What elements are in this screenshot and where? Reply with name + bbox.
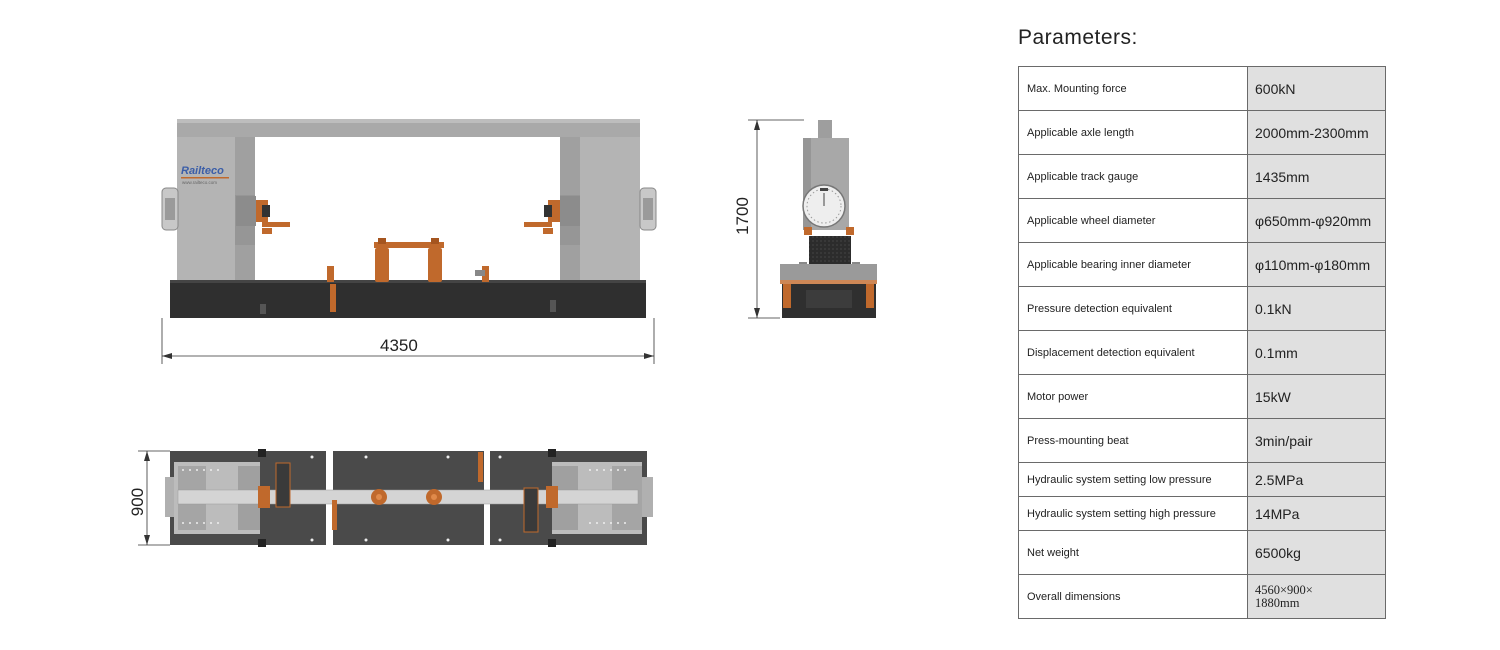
- parameter-value: 4560×900× 1880mm: [1247, 574, 1386, 619]
- parameter-row: Max. Mounting force 600kN: [1018, 66, 1386, 111]
- top-view-drawing: [138, 449, 653, 547]
- parameter-value: φ110mm-φ180mm: [1247, 242, 1386, 287]
- parameter-name: Pressure detection equivalent: [1018, 286, 1248, 331]
- height-dimension-label: 1700: [733, 197, 752, 235]
- width-dimension-label: 4350: [380, 336, 418, 355]
- parameter-name: Net weight: [1018, 530, 1248, 575]
- top-beam: [177, 119, 640, 137]
- parameter-value: 1435mm: [1247, 154, 1386, 199]
- parameter-value: 0.1kN: [1247, 286, 1386, 331]
- axle-beam: [177, 489, 639, 505]
- parameter-value: 2000mm-2300mm: [1247, 110, 1386, 155]
- parameters-title: Parameters:: [1018, 26, 1138, 49]
- parameter-name: Displacement detection equivalent: [1018, 330, 1248, 375]
- parameter-value: 6500kg: [1247, 530, 1386, 575]
- parameter-name: Hydraulic system setting low pressure: [1018, 462, 1248, 497]
- parameter-name: Applicable axle length: [1018, 110, 1248, 155]
- parameter-value: 3min/pair: [1247, 418, 1386, 463]
- parameter-value: 15kW: [1247, 374, 1386, 419]
- depth-dimension-label: 900: [128, 487, 147, 517]
- side-view-drawing: [748, 119, 877, 319]
- parameter-name: Hydraulic system setting high pressure: [1018, 496, 1248, 531]
- parameter-name: Motor power: [1018, 374, 1248, 419]
- railteco-logo: Railteco: [181, 165, 224, 177]
- railteco-logo-url: www.railteco.com: [182, 180, 217, 185]
- parameter-name: Max. Mounting force: [1018, 66, 1248, 111]
- parameter-name: Applicable bearing inner diameter: [1018, 242, 1248, 287]
- right-column: [580, 137, 640, 280]
- parameter-value: φ650mm-φ920mm: [1247, 198, 1386, 243]
- parameter-name: Applicable track gauge: [1018, 154, 1248, 199]
- parameter-name: Press-mounting beat: [1018, 418, 1248, 463]
- parameter-name: Applicable wheel diameter: [1018, 198, 1248, 243]
- parameter-value: 2.5MPa: [1247, 462, 1386, 497]
- parameter-value: 14MPa: [1247, 496, 1386, 531]
- left-column: [177, 137, 235, 280]
- machine-base: [170, 280, 646, 318]
- parameter-value: 0.1mm: [1247, 330, 1386, 375]
- parameter-value: 600kN: [1247, 66, 1386, 111]
- parameter-name: Overall dimensions: [1018, 574, 1248, 619]
- front-view-drawing: Railteco www.railteco.com: [161, 119, 657, 364]
